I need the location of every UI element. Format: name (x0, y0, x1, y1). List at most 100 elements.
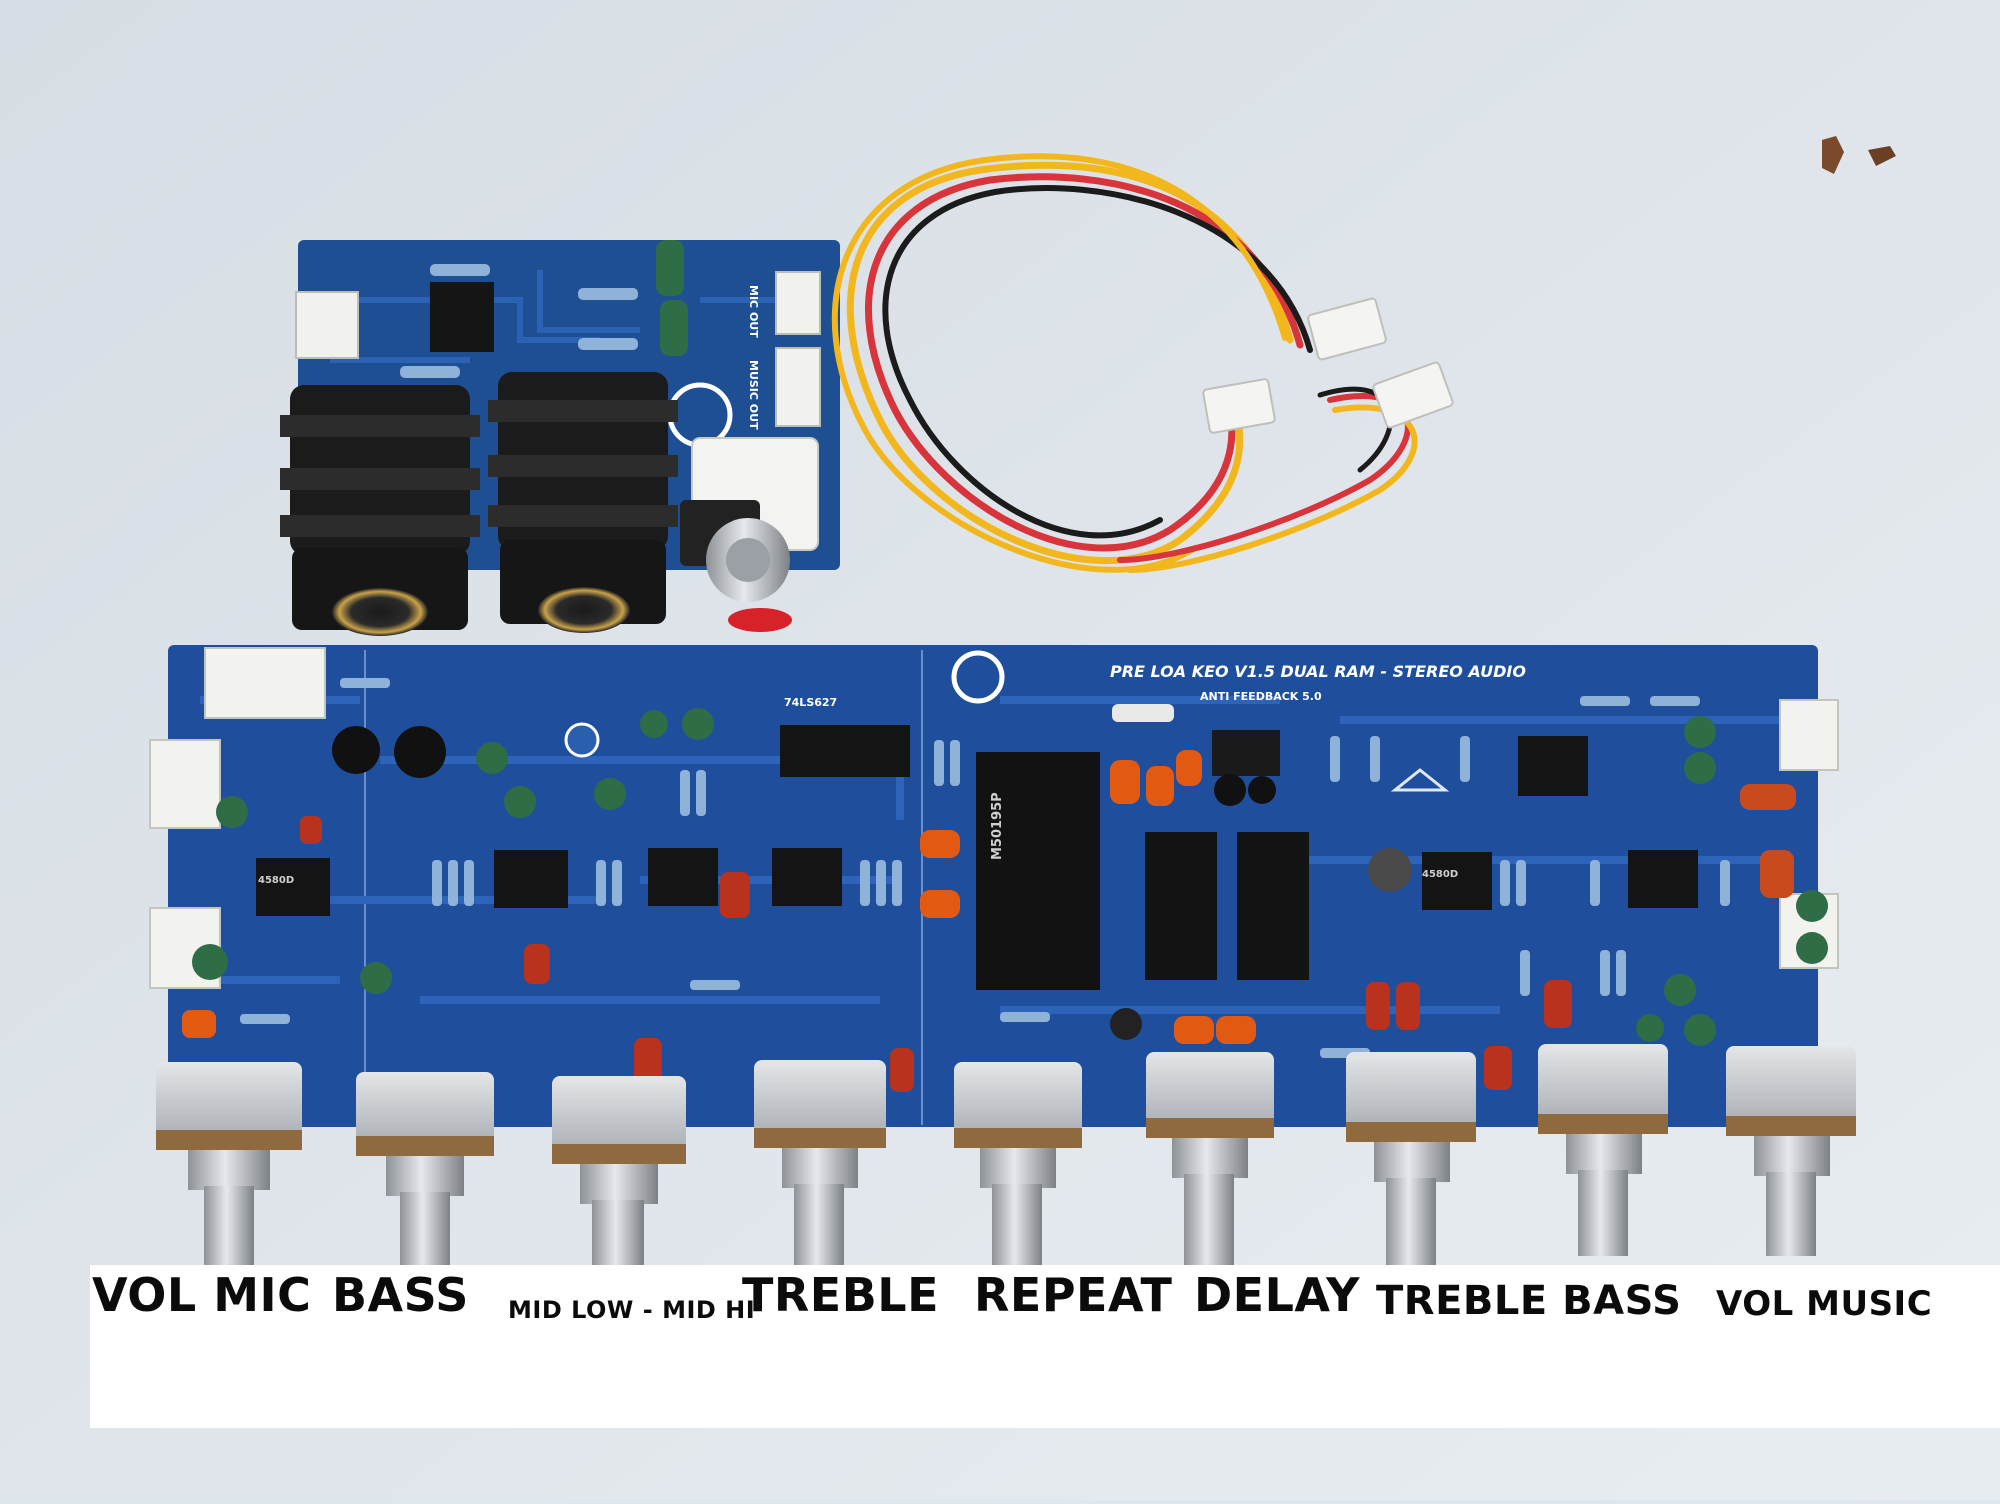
label-delay: DELAY (1194, 1268, 1360, 1322)
resistor (400, 366, 460, 378)
mic-out-label: MIC OUT (747, 285, 760, 338)
ceramic-capacitor (182, 1010, 216, 1038)
ram-chip (1237, 832, 1309, 980)
logic-chip-label: 74LS627 (784, 696, 838, 709)
harness-connector (1372, 361, 1454, 429)
opamp-chip (494, 850, 568, 908)
capacitor (192, 944, 228, 980)
opamp-chip (1628, 850, 1698, 908)
resistor-array (240, 678, 1730, 1066)
ceramic-capacitor (1110, 760, 1140, 804)
film-capacitor (720, 872, 750, 918)
input-board-connector (295, 291, 359, 359)
potentiometer-row (156, 1044, 1856, 1270)
capacitor (216, 796, 248, 828)
brand-logo (951, 650, 1005, 704)
debris (1868, 146, 1896, 166)
delay-chip (976, 752, 1100, 990)
ceramic-capacitor (920, 890, 960, 918)
board-subtitle: ANTI FEEDBACK 5.0 (1200, 690, 1322, 703)
capacitor (1110, 1008, 1142, 1040)
pot-vol-mic (156, 1062, 302, 1266)
capacitor (504, 786, 536, 818)
capacitor (1368, 848, 1412, 892)
pot-vol-music (1726, 1046, 1856, 1256)
recycle-icon (1390, 768, 1450, 792)
film-capacitor (1366, 982, 1390, 1030)
capacitor (1796, 890, 1828, 922)
label-treble-bass: TREBLE BASS (1376, 1278, 1682, 1324)
opamp-label: 4580D (258, 875, 295, 886)
capacitor (332, 726, 380, 774)
film-capacitor (1396, 982, 1420, 1030)
wire-harness (832, 153, 1418, 573)
board-title: PRE LOA KEO V1.5 DUAL RAM - STEREO AUDIO (1110, 662, 1526, 681)
label-strip (90, 1265, 2000, 1428)
capacitor (476, 742, 508, 774)
rca-jack (680, 437, 819, 632)
capacitor (1684, 716, 1716, 748)
label-repeat: REPEAT (974, 1268, 1173, 1322)
opamp-chip (648, 848, 718, 906)
pot-mid (552, 1076, 686, 1270)
capacitor (1636, 1014, 1664, 1042)
harness-connector (1202, 378, 1276, 434)
pot-bass (356, 1072, 494, 1268)
opamp-label: 4580D (1422, 869, 1459, 880)
film-capacitor (634, 1038, 662, 1082)
logic-chip (780, 725, 910, 777)
main-board (149, 645, 1839, 1127)
capacitor (656, 240, 684, 296)
pot-delay (1146, 1052, 1274, 1266)
regulator (1212, 730, 1280, 776)
jack-left (280, 385, 480, 636)
ceramic-capacitor (1176, 750, 1202, 786)
pot-repeat (954, 1062, 1082, 1266)
ceramic-capacitor (1146, 766, 1174, 806)
capacitor (1684, 1014, 1716, 1046)
music-out-connector (775, 347, 821, 427)
capacitor (594, 778, 626, 810)
music-out-label: MUSIC OUT (747, 360, 760, 430)
opamp-chip (256, 858, 330, 916)
capacitor (640, 710, 668, 738)
pot-treble (754, 1060, 886, 1266)
ceramic-capacitor (920, 830, 960, 858)
capacitor (1248, 776, 1276, 804)
label-vol-mic: VOL MIC (92, 1268, 312, 1322)
resistor (430, 264, 490, 276)
capacitor (394, 726, 446, 778)
resistor (578, 338, 638, 350)
mic-out-connector (775, 271, 821, 335)
ceramic-capacitor (1760, 850, 1794, 898)
debris (1822, 136, 1844, 174)
capacitor (682, 708, 714, 740)
capacitor (660, 300, 688, 356)
capacitor (1796, 932, 1828, 964)
harness-connector (1307, 297, 1387, 361)
resistor (578, 288, 638, 300)
film-capacitor (1484, 1046, 1512, 1090)
ram-chip (1145, 832, 1217, 980)
film-capacitor (524, 944, 550, 984)
opamp-chip (1518, 736, 1588, 796)
label-vol-music: VOL MUSIC (1716, 1284, 1933, 1324)
main-board-connector (149, 739, 221, 829)
opamp-chip (772, 848, 842, 906)
film-capacitor (890, 1048, 914, 1092)
out-connector (1779, 699, 1839, 771)
main-board-connector (204, 647, 326, 719)
label-bass: BASS (332, 1268, 469, 1322)
capacitor (360, 962, 392, 994)
ceramic-capacitor (1216, 1016, 1256, 1044)
label-mid-low-mid-hi: MID LOW - MID HI (508, 1296, 756, 1324)
capacitor (1664, 974, 1696, 1006)
label-treble: TREBLE (742, 1268, 940, 1322)
capacitor (1214, 774, 1246, 806)
delay-chip-label: M50195P (990, 792, 1005, 860)
jack-right (488, 372, 678, 633)
trimmer (564, 722, 600, 758)
film-capacitor (1544, 980, 1572, 1028)
